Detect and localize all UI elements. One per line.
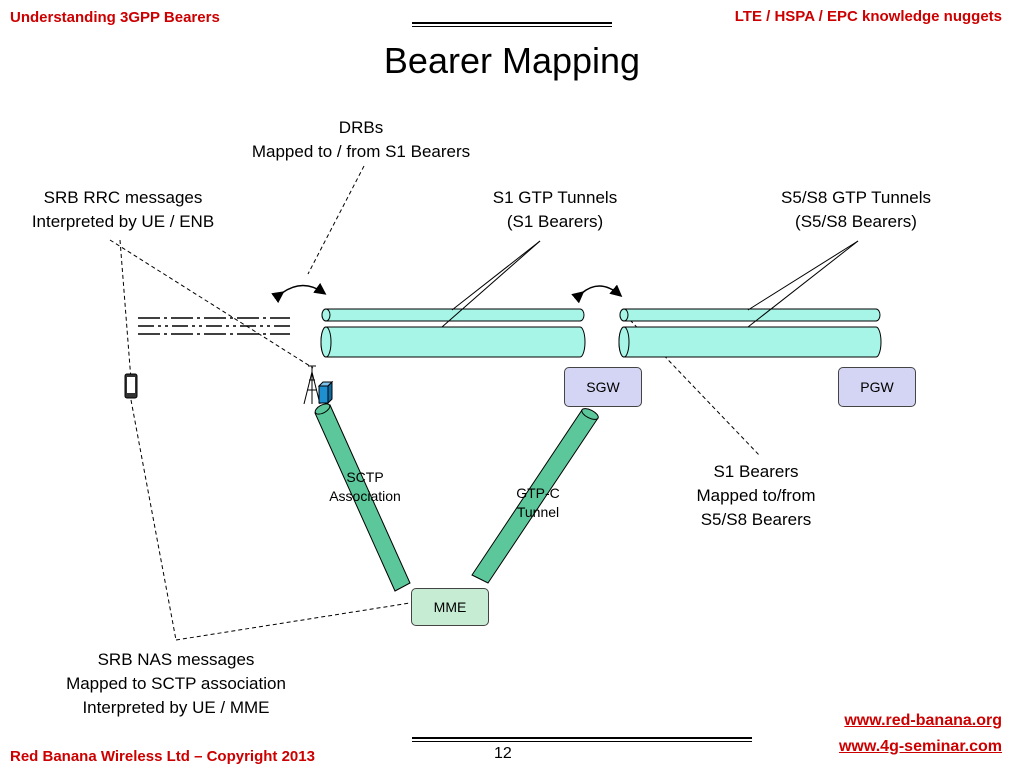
header-right-title: LTE / HSPA / EPC knowledge nuggets [734, 8, 1002, 25]
s5-gtp-label-line-2: (S5/S8 Bearers) [795, 212, 917, 231]
enb-box-icon [317, 380, 334, 405]
enb-antenna-icon [303, 365, 321, 405]
srb-rrc-label: SRB RRC messages Interpreted by UE / ENB [8, 186, 238, 234]
s1-tunnel-small [321, 308, 585, 322]
sctp-label-line-2: Association [329, 488, 401, 504]
4g-seminar-link[interactable]: www.4g-seminar.com [838, 738, 1002, 755]
drbs-label: DRBs Mapped to / from S1 Bearers [230, 116, 492, 164]
s1-s5-mapping-arrow [571, 284, 623, 304]
srb-nas-pointer-line-mme [175, 602, 411, 641]
srb-rrc-pointer-line-ue [119, 239, 132, 381]
srb-nas-label-line-1: SRB NAS messages [97, 650, 255, 669]
drbs-pointer-line [307, 165, 365, 275]
srb-nas-label-line-3: Interpreted by UE / MME [82, 698, 270, 717]
drbs-label-line-2: Mapped to / from S1 Bearers [251, 142, 471, 161]
s5-tunnel-large [618, 326, 882, 358]
gtp-c-label-line-2: Tunnel [516, 504, 560, 520]
s1-bearers-mapped-label: S1 Bearers Mapped to/from S5/S8 Bearers [670, 460, 842, 532]
footer-line-thin [412, 741, 752, 742]
srb-nas-label: SRB NAS messages Mapped to SCTP associat… [40, 648, 312, 720]
pgw-node: PGW [838, 367, 916, 407]
page-title: Bearer Mapping [383, 40, 641, 81]
srb-nas-label-line-2: Mapped to SCTP association [66, 674, 286, 693]
srb-nas-pointer-line-ue [130, 399, 177, 641]
s5-tunnel-small [619, 308, 881, 322]
s1-mapped-label-line-3: S5/S8 Bearers [700, 510, 812, 529]
page-number: 12 [494, 745, 512, 762]
sctp-label-line-1: SCTP [346, 469, 384, 485]
s1-gtp-label-line-1: S1 GTP Tunnels [492, 188, 618, 207]
s1-gtp-label-line-2: (S1 Bearers) [506, 212, 604, 231]
title-line-top [412, 22, 612, 24]
sgw-node: SGW [564, 367, 642, 407]
drbs-mapping-arrow [271, 282, 327, 304]
red-banana-link[interactable]: www.red-banana.org [844, 712, 1002, 729]
srb-rrc-label-line-1: SRB RRC messages [43, 188, 203, 207]
title-line-top-thin [412, 26, 612, 27]
s5-gtp-tunnels-label: S5/S8 GTP Tunnels (S5/S8 Bearers) [760, 186, 952, 234]
gtp-c-label-line-1: GTP-C [516, 485, 560, 501]
s1-mapped-label-line-1: S1 Bearers [713, 462, 799, 481]
s1-gtp-tunnels-label: S1 GTP Tunnels (S1 Bearers) [470, 186, 640, 234]
sctp-label: SCTP Association [312, 468, 418, 506]
header-left-title: Understanding 3GPP Bearers [10, 9, 220, 26]
footer-line [412, 737, 752, 739]
s5-gtp-label-line-1: S5/S8 GTP Tunnels [781, 188, 931, 207]
drbs-label-line-1: DRBs [338, 118, 384, 137]
srb-rrc-label-line-2: Interpreted by UE / ENB [31, 212, 215, 231]
s1-mapped-label-line-2: Mapped to/from [696, 486, 816, 505]
gtp-c-label: GTP-C Tunnel [494, 484, 582, 522]
footer-copyright: Red Banana Wireless Ltd – Copyright 2013 [10, 748, 315, 765]
srb-rrc-pointer-line-enb [109, 239, 314, 369]
mme-node: MME [411, 588, 489, 626]
ue-phone-icon [124, 373, 138, 399]
s1-tunnel-large [320, 326, 586, 358]
